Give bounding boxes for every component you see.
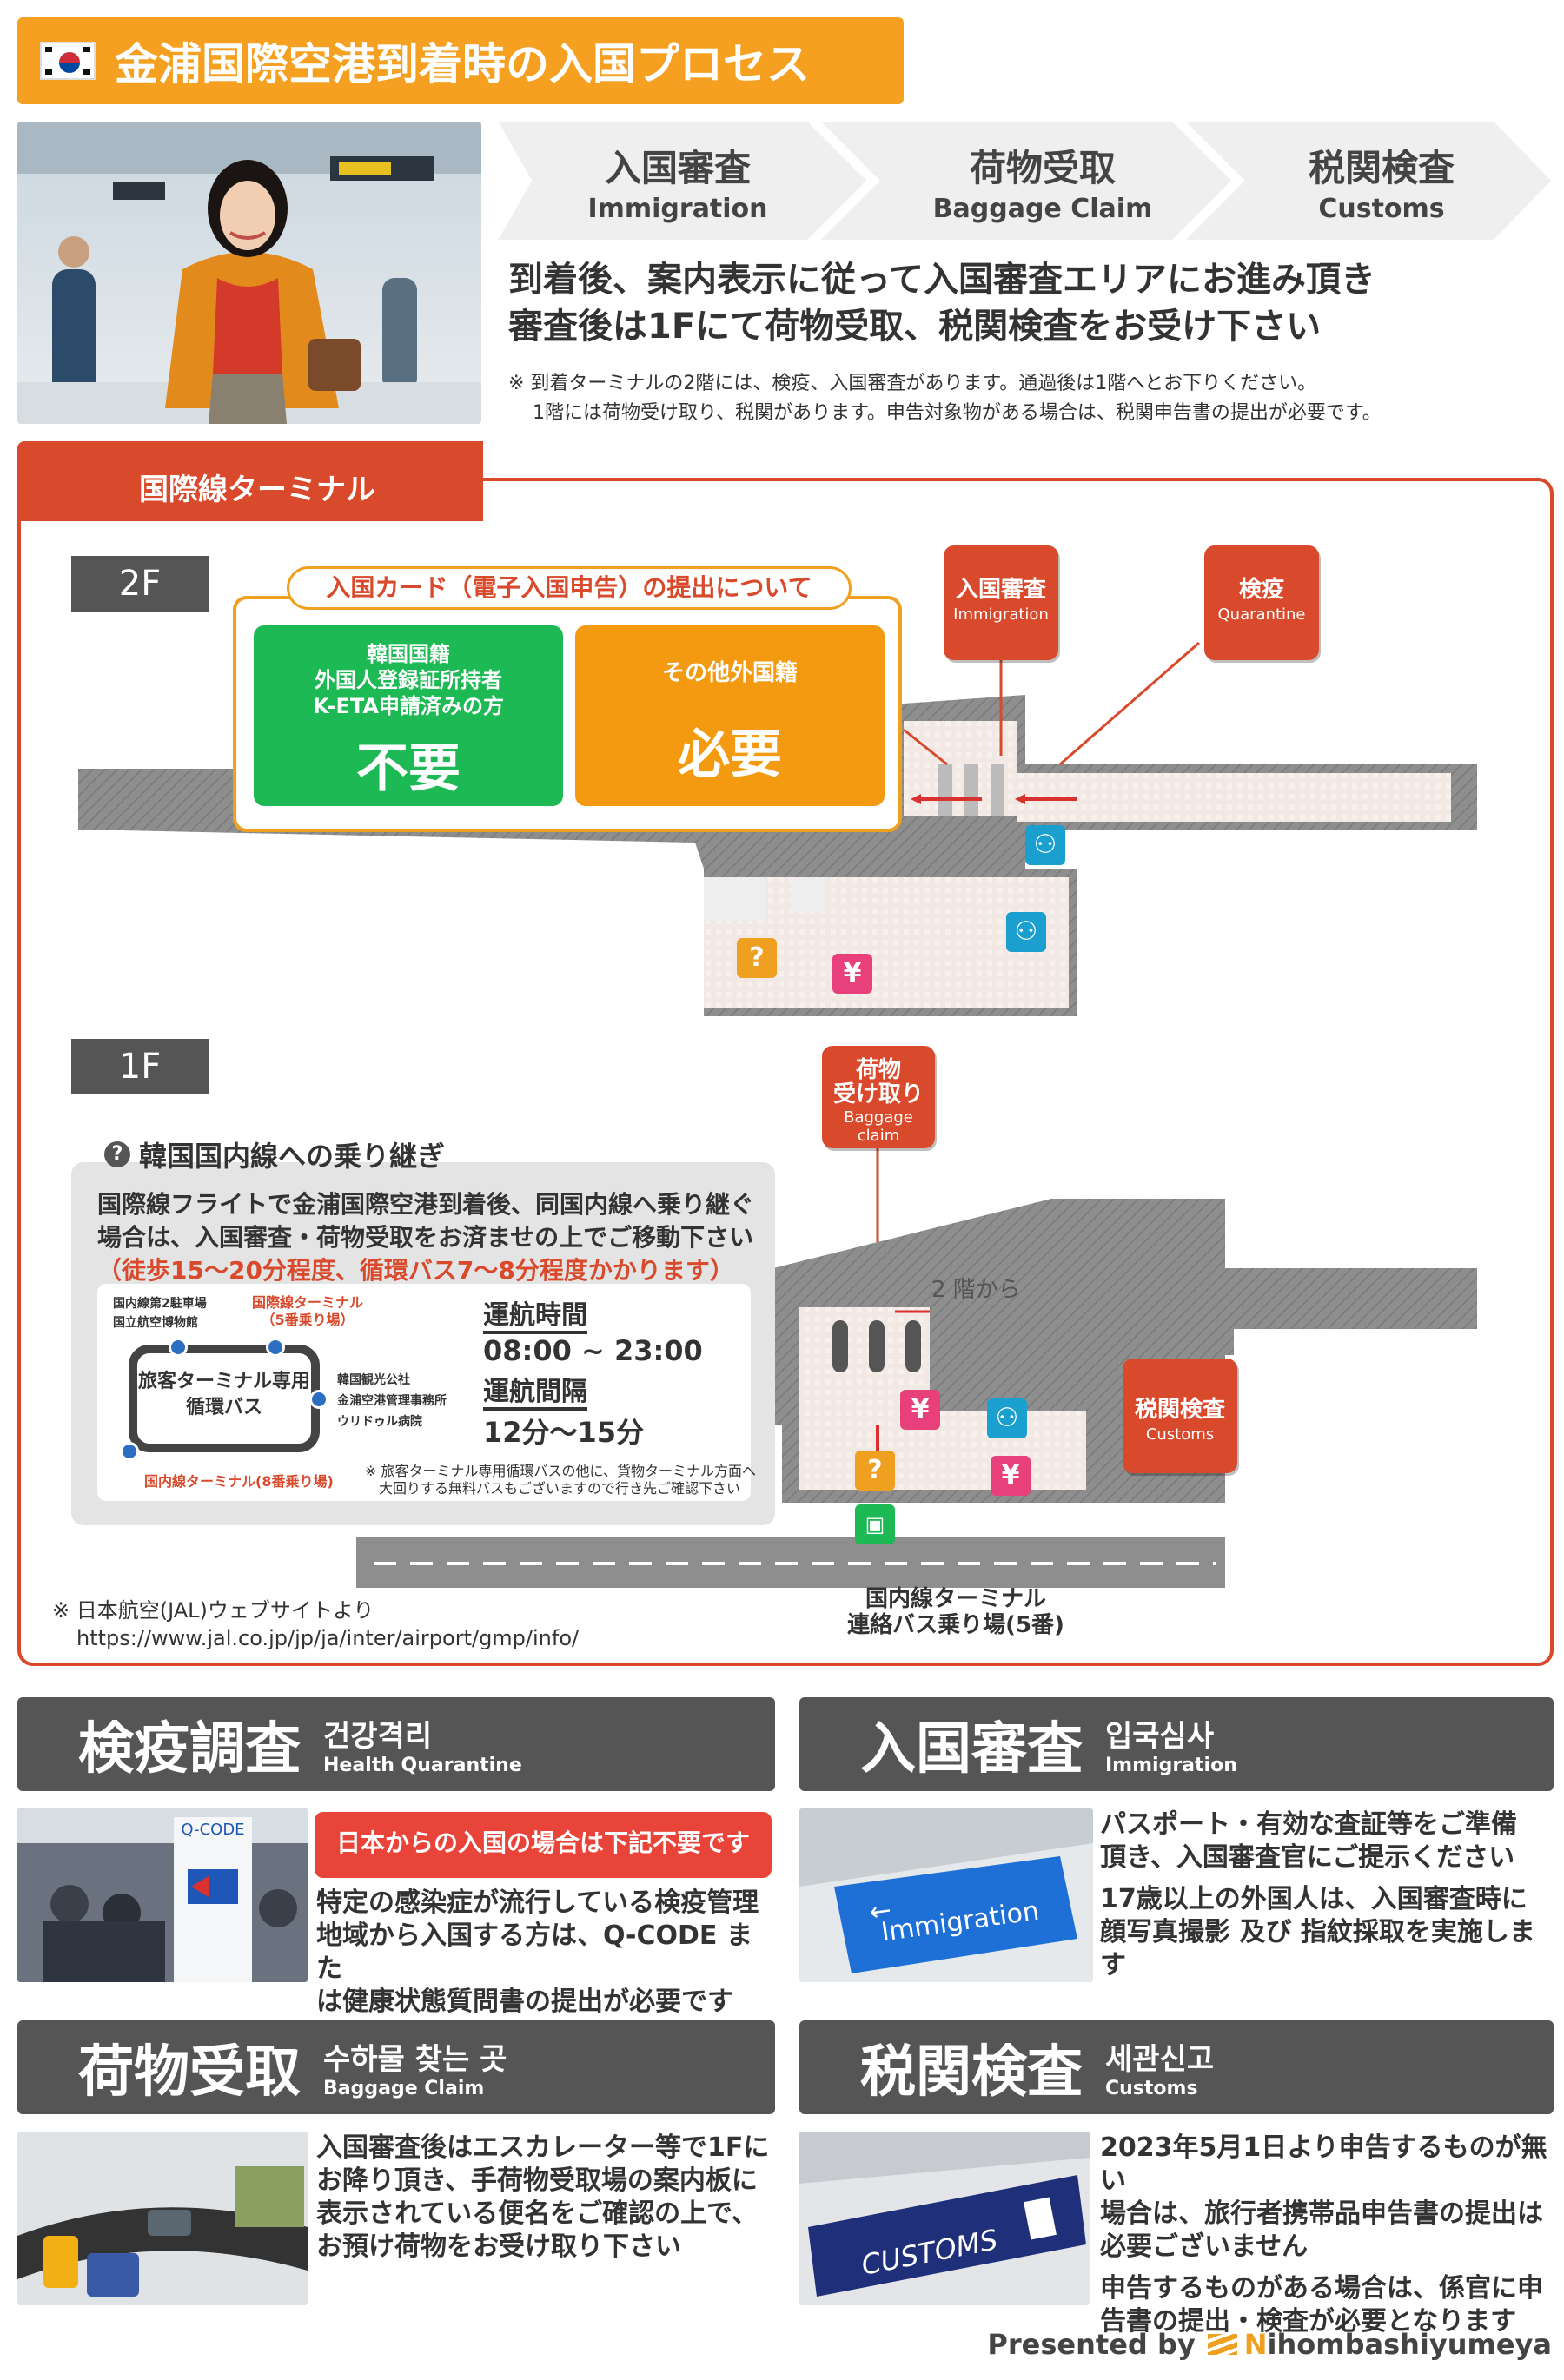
transfer-heading: ? 韓国国内線への乗り継ぎ	[104, 1134, 445, 1174]
bus-stop-icon	[169, 1338, 188, 1357]
terminal-tab: 国際線ターミナル	[17, 441, 483, 521]
from-2f-label: 2 階から	[931, 1277, 1021, 1303]
card-not-required: 韓国国籍 外国人登録証所持者 K-ETA申請済みの方 不要	[254, 625, 563, 806]
stop-bottom: 国内線ターミナル(8番乗り場)	[144, 1473, 334, 1490]
quarantine-badge: 検疫 Quarantine	[1204, 545, 1319, 660]
customs-text: 2023年5月1日より申告するものが無い 場合は、旅行者携帯品申告書の提出は 必…	[1100, 2132, 1547, 2337]
customs-photo: CUSTOMS	[799, 2132, 1090, 2305]
customs-badge: 税関検査 Customs	[1123, 1359, 1237, 1473]
transfer-text: 国際線フライトで金浦国際空港到着後、同国内線へ乗り継ぐ 場合は、入国審査・荷物受…	[97, 1190, 755, 1285]
source-link[interactable]: https://www.jal.co.jp/jp/ja/inter/airpor…	[76, 1626, 580, 1650]
step-immigration: 入国審査 Immigration	[587, 147, 768, 224]
terminal-note: ※ 到着ターミナルの2階には、検疫、入国審査があります。通過後は1階へとお下りく…	[508, 373, 1382, 424]
title-bar: 金浦国際空港到着時の入国プロセス	[17, 17, 904, 104]
bus-info-panel	[97, 1284, 751, 1501]
restroom-icon: ⚇	[987, 1398, 1027, 1438]
bus-stop-label: 国内線ターミナル 連絡バス乗り場(5番)	[847, 1586, 1064, 1638]
step-customs: 税関検査 Customs	[1308, 147, 1455, 224]
stop-top-right: 国際線ターミナル （5番乗り場）	[252, 1294, 364, 1328]
terminal-frame	[17, 478, 1554, 1666]
currency-exchange-icon: ¥	[832, 954, 872, 994]
bus-note: ※ 旅客ターミナル専用循環バスの他に、貨物ターミナル方面へ 大回りする無料バスも…	[365, 1463, 757, 1497]
restroom-icon: ⚇	[1006, 912, 1046, 952]
stop-right: 韓国観光公社 金浦空港管理事務所 ウリドゥル病院	[337, 1373, 447, 1429]
traveler-photo	[17, 122, 481, 424]
bus-stop-icon	[266, 1338, 285, 1357]
q-code-sign: Q-CODE	[181, 1821, 244, 1839]
lead-text: 到着後、案内表示に従って入国審査エリアにお進み頂き 審査後は1Fにて荷物受取、税…	[508, 260, 1375, 347]
bus-stop-icon	[120, 1442, 139, 1461]
source-note: ※ 日本航空(JAL)ウェブサイトより https://www.jal.co.j…	[52, 1598, 580, 1650]
immigration-badge: 入国審査 Immigration	[944, 545, 1058, 660]
korea-flag-icon	[40, 42, 96, 80]
bus-stop-icon	[309, 1390, 328, 1409]
immigration-text: パスポート・有効な査証等をご準備 頂き、入国審査官にご提示ください 17歳以上の…	[1100, 1809, 1535, 1980]
immigration-photo: Immigration ←	[799, 1808, 1093, 1982]
quarantine-photo: Q-CODE	[17, 1808, 308, 1982]
currency-exchange-icon: ¥	[900, 1390, 940, 1430]
bus-icon: ▣	[855, 1504, 895, 1544]
stop-top-left: 国内線第2駐車場 国立航空博物館	[113, 1297, 207, 1330]
card-required: その他外国籍 必要	[575, 625, 885, 806]
operation-hours: 運航時間 08:00 ~ 23:00	[483, 1300, 703, 1367]
baggage-photo	[17, 2132, 308, 2305]
currency-exchange-icon: ¥	[991, 1456, 1031, 1496]
step-baggage-claim: 荷物受取 Baggage Claim	[932, 147, 1153, 224]
page-title: 金浦国際空港到着時の入国プロセス	[115, 39, 810, 89]
loop-bus-route: 旅客ターミナル専用 循環バス	[129, 1345, 320, 1452]
floor-1f-map	[356, 1199, 1477, 1588]
operation-interval: 運航間隔 12分〜15分	[483, 1377, 645, 1449]
quarantine-alert: 日本からの入国の場合は下記不要です	[315, 1812, 772, 1878]
restroom-icon: ⚇	[1025, 825, 1065, 865]
quarantine-text: 特定の感染症が流行している検疫管理 地域から入国する方は、Q-CODE また は…	[316, 1887, 759, 2017]
information-icon: ?	[737, 938, 777, 978]
question-icon: ?	[104, 1141, 130, 1167]
brand-logo-icon	[1207, 2334, 1237, 2355]
floor-1f-tag: 1F	[71, 1039, 209, 1094]
information-icon: ?	[855, 1451, 895, 1491]
floor-2f-tag: 2F	[71, 556, 209, 612]
process-steps: 入国審査 Immigration 荷物受取 Baggage Claim 税関検査…	[495, 120, 1555, 241]
baggage-text: 入国審査後はエスカレーター等で1Fに お降り頂き、手荷物受取場の案内板に 表示さ…	[316, 2132, 770, 2262]
arrival-card-title: 入国カード（電子入国申告）の提出について	[287, 566, 852, 610]
baggage-claim-badge: 荷物 受け取り Baggage claim	[822, 1046, 935, 1148]
svg-text:←: ←	[867, 1895, 893, 1928]
